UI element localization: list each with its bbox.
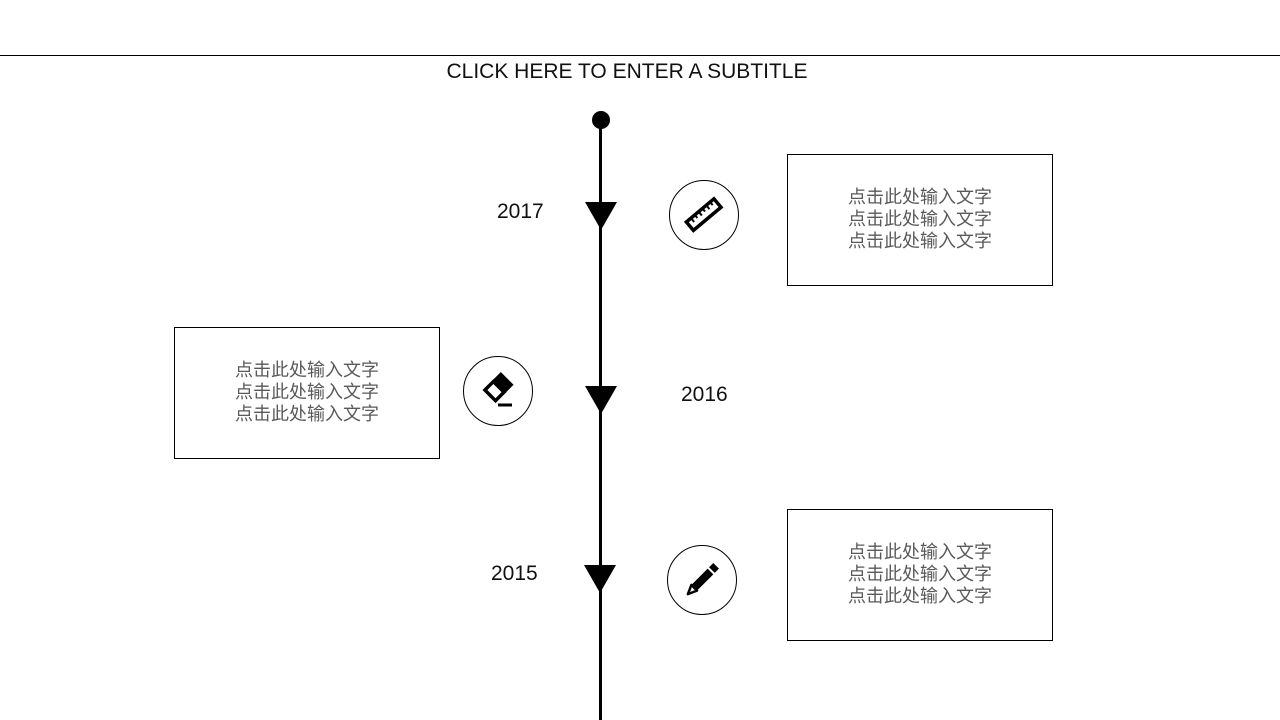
timeline-start-dot <box>592 111 610 129</box>
pencil-icon <box>686 563 719 596</box>
timeline-marker-2015 <box>584 565 616 593</box>
timeline-marker-2016 <box>585 386 617 414</box>
event-text-box-2016[interactable]: 点击此处输入文字 点击此处输入文字 点击此处输入文字 <box>174 327 440 459</box>
subtitle[interactable]: CLICK HERE TO ENTER A SUBTITLE <box>446 60 808 83</box>
event-text-line: 点击此处输入文字 <box>235 382 379 403</box>
event-text-line: 点击此处输入文字 <box>848 564 992 585</box>
event-text-line: 点击此处输入文字 <box>848 231 992 252</box>
event-text-line: 点击此处输入文字 <box>848 586 992 607</box>
year-label-2016: 2016 <box>681 383 728 406</box>
event-text-line: 点击此处输入文字 <box>848 209 992 230</box>
event-text-box-2015[interactable]: 点击此处输入文字 点击此处输入文字 点击此处输入文字 <box>787 509 1053 641</box>
eraser-icon <box>482 372 514 407</box>
pencil-icon-circle <box>667 545 737 615</box>
event-text-line: 点击此处输入文字 <box>235 404 379 425</box>
event-text-line: 点击此处输入文字 <box>848 187 992 208</box>
timeline-marker-2017 <box>585 202 617 230</box>
ruler-icon-circle <box>669 180 739 250</box>
event-text-line: 点击此处输入文字 <box>848 542 992 563</box>
event-text-box-2017[interactable]: 点击此处输入文字 点击此处输入文字 点击此处输入文字 <box>787 154 1053 286</box>
event-text-line: 点击此处输入文字 <box>235 360 379 381</box>
timeline-axis <box>599 120 602 720</box>
ruler-icon <box>683 196 724 233</box>
eraser-icon-circle <box>463 356 533 426</box>
year-label-2015: 2015 <box>491 562 538 585</box>
year-label-2017: 2017 <box>497 200 544 223</box>
header-divider <box>0 55 1280 56</box>
